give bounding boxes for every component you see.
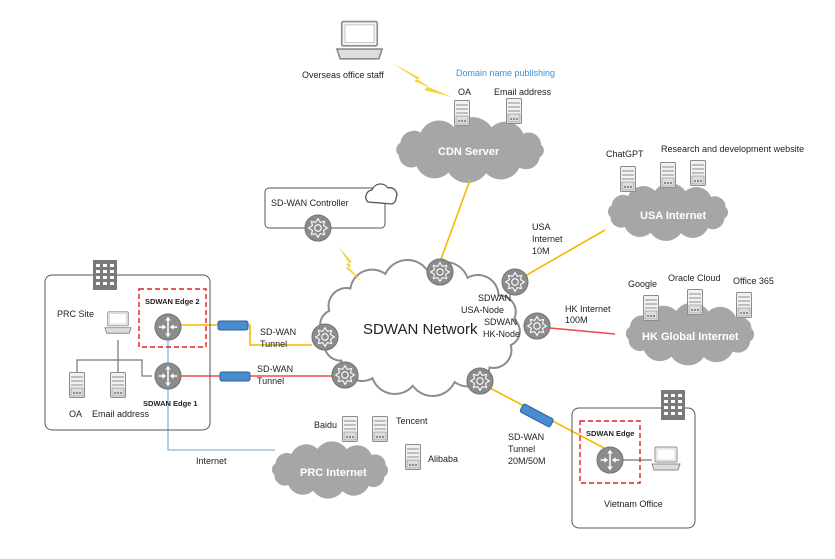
tunnel-tube-edge2 (217, 320, 249, 331)
edge2-tunnel-link (180, 324, 312, 346)
tunnel-tube-vietnam (519, 403, 554, 428)
hk-node-label: HK-Node (483, 329, 520, 339)
edge2-router-icon[interactable] (154, 313, 182, 341)
cdn-server-cloud (396, 117, 544, 183)
building-icon (661, 390, 685, 420)
clouds (271, 117, 755, 499)
tunnel-label: SD-WAN (257, 364, 293, 374)
building-icon (93, 260, 117, 290)
usa-node-label: USA-Node (461, 305, 504, 315)
network-node-prc-2[interactable] (331, 361, 359, 389)
controller-label: SD-WAN Controller (271, 198, 349, 208)
prc-cloud-label: PRC Internet (300, 467, 367, 479)
server-icon (660, 162, 676, 188)
server-icon (687, 289, 703, 315)
hk-internet-link (549, 327, 616, 335)
network-node-cdn[interactable] (426, 258, 454, 286)
prc-email-label: Email address (92, 409, 150, 419)
server-icon (69, 372, 85, 398)
lightning-icon (338, 246, 362, 282)
tencent-label: Tencent (396, 416, 428, 426)
cdn-oa-label: OA (458, 87, 471, 97)
network-node-prc-1[interactable] (311, 323, 339, 351)
lightning-icon (392, 63, 452, 97)
tunnel-label: Tunnel (260, 339, 287, 349)
network-cloud-label: SDWAN Network (363, 321, 478, 338)
cdn-cloud-label: CDN Server (438, 146, 500, 158)
tunnel-tube-edge1 (219, 371, 251, 382)
prc-site-label: PRC Site (57, 309, 94, 319)
prc-lan-link (76, 340, 119, 372)
edge2-dashed-box (138, 288, 207, 348)
internet-link (167, 335, 275, 451)
google-label: Google (628, 279, 657, 289)
prc-lan-link-2 (118, 359, 152, 377)
vietnam-tunnel-label: 20M/50M (508, 456, 546, 466)
controller-node-icon[interactable] (304, 214, 332, 242)
usa-link-label: USA (532, 222, 551, 232)
network-node-hk[interactable] (523, 312, 551, 340)
hk-node-label: SDWAN (484, 317, 517, 327)
usa-cloud-label: USA Internet (640, 210, 707, 222)
desktop-icon (104, 311, 132, 334)
tunnel-label: Tunnel (257, 376, 284, 386)
vietnam-edge-label: SDWAN Edge (586, 429, 634, 438)
oracle-label: Oracle Cloud (668, 273, 721, 283)
vietnam-edge-dashed-box (579, 420, 641, 484)
chatgpt-label: ChatGPT (606, 149, 644, 159)
vietnam-office-label: Vietnam Office (604, 499, 663, 509)
edge1-router-icon[interactable] (154, 362, 182, 390)
server-icon (643, 295, 659, 321)
server-icon (736, 292, 752, 318)
desktop-icon (651, 446, 681, 471)
usa-link-label: 10M (532, 246, 550, 256)
server-icon (342, 416, 358, 442)
prc-site-box (44, 274, 211, 431)
laptop-icon (335, 20, 384, 60)
usa-link-label: Internet (532, 234, 563, 244)
internet-label: Internet (196, 456, 227, 466)
vietnam-tunnel-label: SD-WAN (508, 432, 544, 442)
hk-link-label: HK Internet (565, 304, 611, 314)
server-icon (372, 416, 388, 442)
vietnam-router-icon[interactable] (596, 446, 624, 474)
rnd-label: Research and development website (661, 144, 804, 154)
server-icon (454, 100, 470, 126)
prc-internet-cloud (271, 441, 389, 499)
usa-internet-link (524, 229, 606, 277)
server-icon (620, 166, 636, 192)
server-icon (405, 444, 421, 470)
prc-oa-label: OA (69, 409, 82, 419)
hk-cloud-label: HK Global Internet (642, 331, 739, 343)
domain-publishing-label: Domain name publishing (456, 68, 555, 78)
sdwan-network-cloud (319, 259, 521, 397)
network-node-vietnam[interactable] (466, 367, 494, 395)
server-icon (110, 372, 126, 398)
baidu-label: Baidu (314, 420, 337, 430)
overseas-staff-label: Overseas office staff (302, 70, 384, 80)
cdn-link (439, 179, 471, 263)
network-node-usa[interactable] (501, 268, 529, 296)
vietnam-tunnel-label: Tunnel (508, 444, 535, 454)
server-icon (690, 160, 706, 186)
usa-node-label: SDWAN (478, 293, 511, 303)
links (76, 179, 652, 461)
usa-internet-cloud (608, 183, 728, 241)
cloud-icon (365, 183, 398, 205)
edge1-label: SDWAN Edge 1 (143, 399, 198, 408)
hk-link-label: 100M (565, 315, 588, 325)
alibaba-label: Alibaba (428, 454, 458, 464)
office365-label: Office 365 (733, 276, 774, 286)
server-icon (506, 98, 522, 124)
edge2-label: SDWAN Edge 2 (145, 297, 200, 306)
tunnel-label: SD-WAN (260, 327, 296, 337)
vietnam-office-box (571, 407, 696, 529)
cdn-email-label: Email address (494, 87, 552, 97)
